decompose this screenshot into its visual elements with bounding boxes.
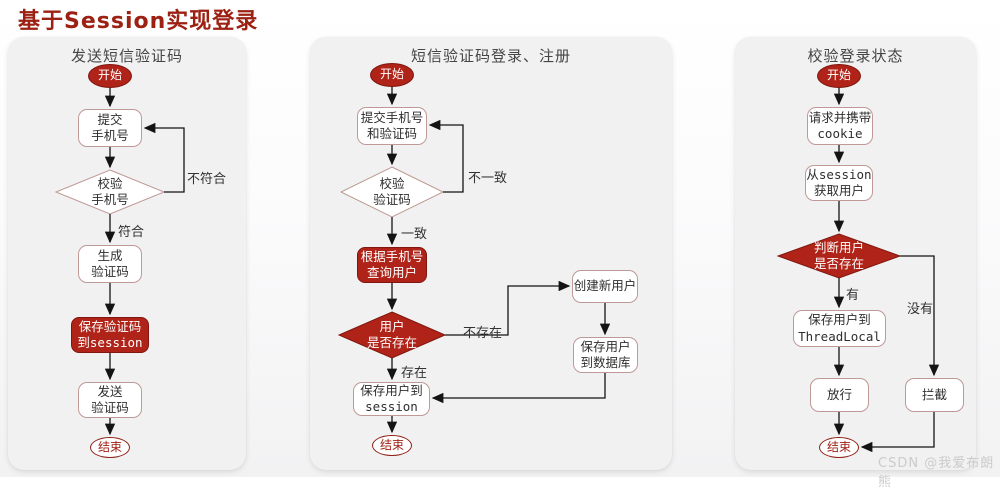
node-start: 开始 [88,64,132,88]
node-end: 结束 [90,437,130,458]
node-intercept: 拦截 [905,378,964,412]
panel-send-sms-code: 发送短信验证码 开始 提交 手机号 校验 手机号 生成 验证码 保存验证码 到s… [8,37,246,470]
node-check-phone-label: 校验 手机号 [91,175,129,207]
panel-1-flow-arrows [54,88,185,436]
edge-label-consistent: 一致 [401,227,428,242]
node-save-user-to-session: 保存用户到 session [353,382,430,416]
edge-label-no-match: 不符合 [187,172,227,187]
node-end: 结束 [372,435,412,456]
node-generate-code: 生成 验证码 [78,245,142,283]
panel-2-flow-arrows [337,87,611,434]
panel-3-flow-arrows [776,88,940,453]
panel-check-login-state: 校验登录状态 开始 请求并携带 cookie 从session 获取用户 判断用… [735,37,976,470]
edge-label-exist: 存在 [401,366,428,381]
node-judge-user-label: 判断用户 是否存在 [813,239,864,271]
edge-label-mismatch: 不一致 [468,171,508,186]
node-save-code-to-session: 保存验证码 到session [71,317,149,353]
node-save-user-to-db: 保存用户 到数据库 [573,337,638,373]
node-query-user-by-phone: 根据手机号 查询用户 [357,247,427,283]
panel-2-title: 短信验证码登录、注册 [410,47,571,65]
node-submit-phone: 提交 手机号 [78,109,142,147]
node-request-with-cookie: 请求并携带 cookie [807,107,873,145]
node-pass: 放行 [810,378,869,412]
edge-label-has-not: 没有 [907,302,934,317]
node-end: 结束 [819,437,859,458]
panel-3-title: 校验登录状态 [807,47,904,65]
node-get-user-from-session: 从session 获取用户 [805,165,873,201]
node-save-user-to-threadlocal: 保存用户到 ThreadLocal [793,310,886,347]
edge-label-not-exist: 不存在 [463,326,503,341]
panel-1-title: 发送短信验证码 [70,47,183,65]
csdn-watermark: CSDN @我爱布朗熊 [878,456,995,490]
panel-sms-login-register: 短信验证码登录、注册 开始 提交手机号 和验证码 校验 验证码 根据手机号 查询… [310,37,672,470]
page-title: 基于Session实现登录 [18,9,259,34]
edge-label-match: 符合 [118,225,145,240]
node-submit-phone-and-code: 提交手机号 和验证码 [357,107,427,145]
node-create-new-user: 创建新用户 [572,270,638,303]
node-user-exists-label: 用户 是否存在 [366,318,417,350]
node-start: 开始 [817,64,861,88]
node-send-code: 发送 验证码 [78,382,142,418]
node-check-code-label: 校验 验证码 [373,175,411,207]
edge-label-has: 有 [846,288,860,303]
node-start: 开始 [370,63,414,87]
